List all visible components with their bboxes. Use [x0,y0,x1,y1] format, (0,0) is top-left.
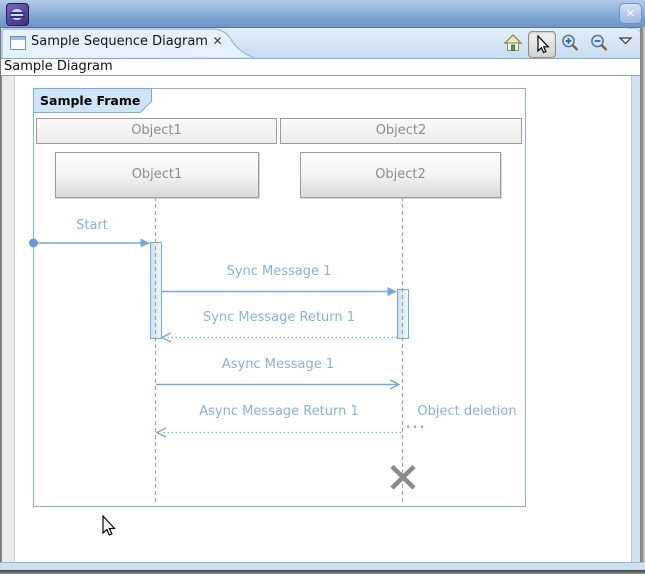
lifeline-header-object2[interactable]: Object2 [280,118,522,144]
lifeline-header-object1[interactable]: Object1 [36,118,277,144]
tab-close-icon[interactable]: ✕ [212,34,223,48]
view-menu-chevron-icon [618,37,633,45]
message-label-object-deletion[interactable]: Object deletion [417,404,517,419]
bottom-scroll-band[interactable] [0,562,645,571]
zoom-in-button[interactable] [557,31,583,56]
message-label-async1[interactable]: Async Message 1 [221,357,335,372]
left-gutter [1,76,15,562]
interaction-frame[interactable] [33,88,526,507]
window-left-edge [0,27,1,574]
active-tab-shape [1,28,255,58]
select-tool-button[interactable] [528,31,556,58]
vertical-scrollbar[interactable] [631,76,641,562]
breadcrumb: Sample Diagram [4,59,113,74]
object2-node[interactable]: Object2 [300,152,501,198]
window-bottom-edge [0,570,645,574]
activation-bar-object2[interactable] [397,289,409,339]
window-right-edge-highlight [643,27,645,574]
message-label-start[interactable]: Start [76,218,108,233]
message-label-async-return1[interactable]: Async Message Return 1 [199,404,359,419]
view-menu-button[interactable] [615,31,635,56]
deletion-ellipsis: ... [405,417,427,432]
message-label-sync1[interactable]: Sync Message 1 [226,264,332,279]
breadcrumb-bar: Sample Diagram [0,59,645,76]
diagram-editor-icon [10,36,26,50]
zoom-out-icon [591,34,607,51]
zoom-out-button[interactable] [586,31,612,56]
home-button[interactable] [500,31,526,56]
editor-tab-title[interactable]: Sample Sequence Diagram [31,34,208,49]
editor-tab-bar: Sample Sequence Diagram ✕ [0,28,645,59]
window-titlebar[interactable]: ✕ [0,0,645,28]
window-right-edge [640,27,643,574]
select-cursor-icon [537,34,550,54]
window-close-button[interactable]: ✕ [619,3,642,24]
eclipse-logo-icon [6,3,29,26]
object1-node[interactable]: Object1 [55,152,259,198]
home-icon [503,34,523,51]
frame-label[interactable]: Sample Frame [40,93,141,108]
message-label-sync-return1[interactable]: Sync Message Return 1 [202,310,356,325]
zoom-in-icon [562,34,578,51]
